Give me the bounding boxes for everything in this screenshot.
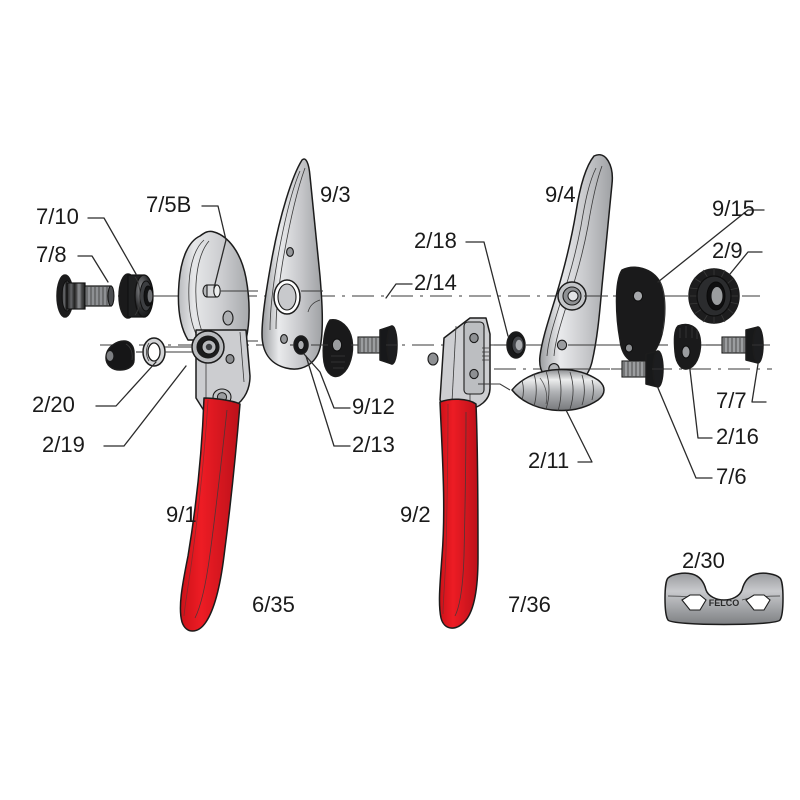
leader-7-8	[77, 255, 109, 283]
part-adjust-screw	[721, 326, 764, 364]
leader-2-16	[689, 369, 713, 439]
felco-brand-mark: FELCO	[709, 598, 740, 608]
label-9-12: 9/12	[352, 394, 395, 419]
part-right-handle-assembly	[438, 317, 491, 629]
part-catch-latch	[673, 323, 702, 370]
part-cutting-blade	[261, 158, 324, 370]
part-coil-spring	[511, 368, 605, 412]
label-9-2: 9/2	[400, 502, 431, 527]
label-9-15: 9/15	[712, 196, 755, 221]
label-2-14: 2/14	[414, 270, 457, 295]
label-2-30: 2/30	[682, 548, 725, 573]
leader-7-7	[751, 363, 767, 403]
label-2-20: 2/20	[32, 392, 75, 417]
leader-9-12	[303, 353, 351, 409]
label-2-19: 2/19	[42, 432, 85, 457]
label-2-18: 2/18	[414, 228, 457, 253]
leader-2-19	[103, 365, 187, 447]
part-pivot-bolt	[56, 274, 115, 318]
label-9-3: 9/3	[320, 182, 351, 207]
part-anvil-blade-screw	[427, 352, 439, 366]
label-2-9: 2/9	[712, 238, 743, 263]
part-cam-screw	[621, 350, 664, 388]
leader-7-6	[657, 387, 713, 479]
part-rubber-cushion-stop	[105, 340, 135, 371]
part-bolt-bushing	[118, 273, 154, 319]
leader-2-14	[385, 283, 413, 299]
part-left-handle-assembly	[179, 329, 251, 632]
part-felco-wrench-plate: FELCO	[664, 572, 784, 626]
part-cushion-washer	[142, 337, 166, 367]
label-7-7: 7/7	[716, 388, 747, 413]
leader-7-5b	[201, 205, 227, 289]
leader-2-20	[95, 361, 157, 407]
part-number-labels: 7/10 7/8 7/5B 9/3 2/18 2/14 9/4 9/15 2/9…	[32, 182, 759, 617]
label-7-8: 7/8	[36, 242, 67, 267]
label-9-4: 9/4	[545, 182, 576, 207]
leader-2-9	[729, 251, 763, 275]
label-7-5b: 7/5B	[146, 192, 191, 217]
label-7-6: 7/6	[716, 464, 747, 489]
axis-seg-o	[478, 383, 511, 391]
part-catch-lever-screw	[357, 325, 398, 365]
leader-2-13	[305, 355, 351, 447]
label-6-35: 6/35	[252, 592, 295, 617]
part-catch-lever	[322, 319, 354, 378]
label-9-1: 9/1	[166, 502, 197, 527]
part-spring-retainer-washer	[293, 335, 309, 355]
label-7-36: 7/36	[508, 592, 551, 617]
part-bushing-nut	[506, 331, 526, 359]
leader-9-15	[657, 209, 765, 283]
part-serrated-adjust-ring	[688, 268, 740, 324]
leader-lines	[77, 205, 767, 479]
leader-2-18	[465, 241, 509, 337]
label-2-11: 2/11	[528, 448, 569, 473]
label-7-10: 7/10	[36, 204, 79, 229]
leader-7-10	[87, 217, 137, 275]
leader-2-11	[565, 409, 593, 463]
label-2-16: 2/16	[716, 424, 759, 449]
label-2-13: 2/13	[352, 432, 395, 457]
